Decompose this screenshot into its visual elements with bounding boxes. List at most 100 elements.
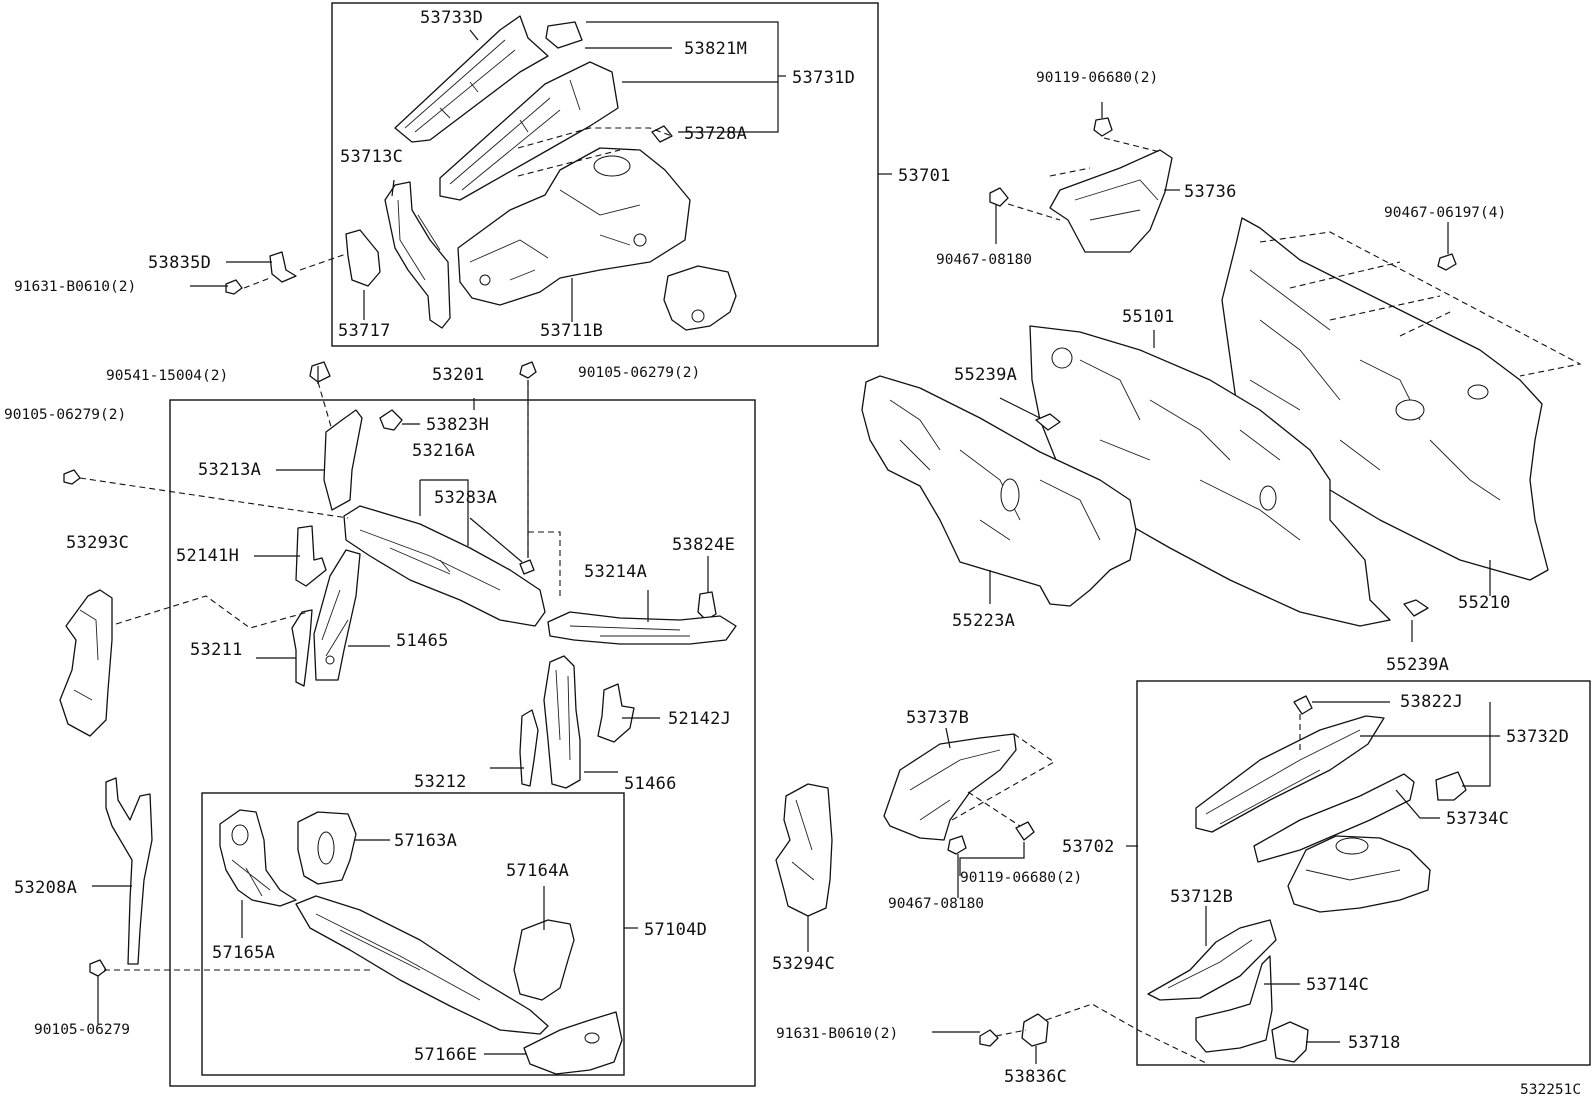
group-box-53702 [1136,680,1591,1066]
label-53728A: 53728A [684,124,747,144]
label-53718: 53718 [1348,1033,1401,1053]
part-53823H [379,409,403,431]
label-90541-15004: 90541-15004(2) [106,368,228,384]
label-52141H: 52141H [176,546,239,566]
bolt-90467-06197 [1437,253,1457,271]
part-51466 [543,655,581,789]
nut-90541-15004 [309,361,331,383]
part-53733D [394,15,549,143]
part-52142J [597,683,635,743]
part-53728A [651,125,673,143]
label-53201: 53201 [432,365,485,385]
part-53821M [545,21,583,49]
label-91631-B0610-top: 91631-B0610(2) [14,279,136,295]
part-53717 [345,229,381,287]
part-53711B-bracket [663,265,737,331]
part-53208A [105,777,153,965]
part-57164A [513,919,575,1001]
part-53836C [1021,1013,1049,1047]
label-90119-06680-bottom: 90119-06680(2) [960,870,1082,886]
label-53734C: 53734C [1446,809,1509,829]
label-53294C: 53294C [772,954,835,974]
part-53835D [269,251,297,283]
label-53701: 53701 [898,166,951,186]
label-53736: 53736 [1184,182,1237,202]
part-55223A [861,375,1137,607]
bolt-90105-06279-lower [89,959,107,977]
label-53717: 53717 [338,321,391,341]
part-55101 [1029,325,1391,627]
label-91631-B0610-bottom: 91631-B0610(2) [776,1026,898,1042]
label-90467-06197: 90467-06197(4) [1384,205,1506,221]
label-90467-08180-top: 90467-08180 [936,252,1032,268]
part-53731D [439,61,619,201]
part-53213A [323,409,363,511]
label-53733D: 53733D [420,8,483,28]
label-57104D: 57104D [644,920,707,940]
part-55210 [1221,217,1549,581]
part-53714C [1195,955,1273,1053]
label-53711B: 53711B [540,321,603,341]
part-53212 [519,709,539,787]
label-90119-06680-top: 90119-06680(2) [1036,70,1158,86]
label-53712B: 53712B [1170,887,1233,907]
label-53822J: 53822J [1400,692,1463,712]
label-55239A-top: 55239A [954,365,1017,385]
label-53208A: 53208A [14,878,77,898]
label-53293C: 53293C [66,533,129,553]
label-53212: 53212 [414,772,467,792]
clip-55239A-top [1035,413,1061,431]
label-53702: 53702 [1062,837,1115,857]
label-53824E: 53824E [672,535,735,555]
leader-lines [79,21,1582,1065]
label-53211: 53211 [190,640,243,660]
part-57163A [297,811,357,885]
bolt-53283A [519,559,535,575]
part-53216A [343,505,546,627]
part-57104D-crossmember [295,895,549,1035]
part-53736 [1049,149,1173,253]
label-55239A-bottom: 55239A [1386,655,1449,675]
label-53732D: 53732D [1506,727,1569,747]
bolt-90467-08180-bottom [947,835,967,855]
label-53836C: 53836C [1004,1067,1067,1087]
part-53713C [384,181,451,329]
part-53293C [59,589,113,737]
label-55210: 55210 [1458,593,1511,613]
label-90105-06279-left: 90105-06279(2) [4,407,126,423]
bolt-90105-06279-center [519,361,537,379]
label-55223A: 55223A [952,611,1015,631]
label-55101: 55101 [1122,307,1175,327]
label-90467-08180-bottom: 90467-08180 [888,896,984,912]
part-53824E [697,591,717,621]
part-52141H [295,525,327,587]
part-57165A [219,809,297,907]
label-57166E: 57166E [414,1045,477,1065]
label-51466: 51466 [624,774,677,794]
label-57165A: 57165A [212,943,275,963]
part-53734C [1253,773,1415,863]
label-53283A: 53283A [434,488,497,508]
part-53718 [1271,1021,1309,1063]
label-53214A: 53214A [584,562,647,582]
bolt-90119-06680-bottom [1015,821,1035,841]
part-53737B [883,733,1017,841]
group-box-57104D [201,792,625,1076]
part-51465 [313,549,361,681]
label-53835D: 53835D [148,253,211,273]
label-51465: 51465 [396,631,449,651]
label-57163A: 57163A [394,831,457,851]
label-52142J: 52142J [668,709,731,729]
bolt-90105-06279-left [63,469,81,485]
label-90105-06279-lower: 90105-06279 [34,1022,130,1038]
part-57166E [523,1011,623,1075]
label-53823H: 53823H [426,415,489,435]
bolt-91631-B0610-bottom [979,1029,999,1047]
part-53214A [547,611,737,645]
bolt-90467-08180-top [989,187,1009,207]
label-53713C: 53713C [340,147,403,167]
clip-55239A-bottom [1403,599,1429,617]
bolt-91631-B0610-top [225,279,243,295]
part-labels: 53733D 53821M 53731D 53728A 53713C 53701… [4,8,1581,1098]
